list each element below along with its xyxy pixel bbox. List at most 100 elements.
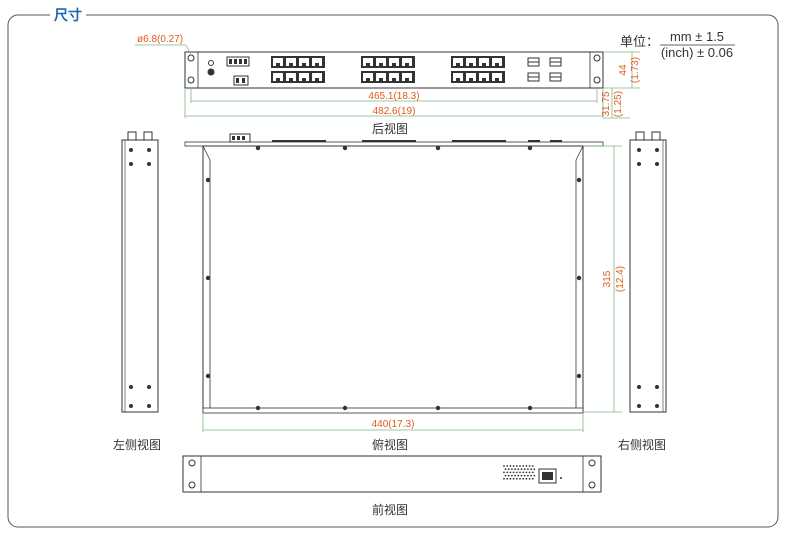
rj45-port-groups: [271, 56, 505, 83]
rj45-latch: [392, 78, 396, 81]
right-side-body: [629, 139, 667, 413]
mount-hole: [588, 481, 596, 489]
mount-hole: [593, 76, 601, 84]
rj45-latch: [495, 63, 499, 66]
led-dot: [511, 468, 513, 471]
height-mm-label: 44: [618, 64, 629, 76]
led-dot: [530, 474, 532, 477]
front-view-label: 前视图: [372, 503, 409, 517]
led-dot: [509, 465, 512, 467]
rj45-port: [402, 58, 412, 66]
rj45-latch: [469, 63, 473, 66]
rj45-port: [299, 58, 309, 66]
rj45-port: [479, 73, 489, 81]
rj45-latch: [289, 78, 293, 81]
depth-mm-label: 315: [602, 270, 613, 287]
rj45-port: [376, 58, 386, 66]
screw-icon: [527, 405, 533, 411]
led-dot: [504, 468, 507, 471]
screw-icon: [205, 275, 211, 281]
top-body: [202, 145, 584, 413]
power-terminal: [233, 75, 249, 86]
led-dot: [531, 477, 534, 480]
port-edge: [362, 140, 416, 142]
outer-frame: [7, 14, 779, 528]
rj45-port: [389, 73, 399, 81]
led-dot: [528, 477, 531, 480]
led-dot: [512, 465, 515, 467]
led-dot: [506, 471, 509, 474]
terminal-block: [226, 56, 250, 67]
led-dot: [522, 477, 525, 480]
led-dot: [507, 468, 510, 471]
ground-screw-icon: [208, 60, 214, 66]
body-width-label: 440(17.3): [372, 419, 415, 430]
led-dot: [522, 471, 525, 474]
led-dot: [522, 465, 525, 467]
rj45-latch: [495, 78, 499, 81]
rj45-port: [453, 58, 463, 66]
rj45-latch: [469, 78, 473, 81]
led-dot: [525, 477, 528, 480]
page-title: 尺寸: [50, 5, 86, 25]
offset-mm-label: 31.75: [601, 91, 612, 116]
ground-icon: [207, 68, 215, 76]
led-dot: [504, 474, 507, 477]
height-in-label: (1.73): [630, 57, 641, 83]
rj45-group-frame: [451, 56, 505, 68]
rj45-latch: [456, 63, 460, 66]
hole-diameter-label: ø6.8(0.27): [137, 34, 183, 45]
rj45-port: [312, 58, 322, 66]
port-edge: [528, 140, 540, 142]
led-dot: [525, 465, 528, 467]
led-dot: [523, 468, 526, 471]
rj45-port: [363, 73, 373, 81]
led-dot: [519, 465, 521, 467]
mount-hole: [188, 481, 196, 489]
mount-width-label: 465.1(18.3): [368, 91, 419, 102]
right-side-view: [629, 131, 667, 413]
rj45-latch: [366, 63, 370, 66]
led-dot: [530, 468, 532, 471]
led-dot: [519, 477, 521, 480]
rj45-port: [466, 73, 476, 81]
rj45-latch: [379, 78, 383, 81]
rj45-port: [286, 58, 296, 66]
led-dot: [512, 471, 515, 474]
led-dot: [515, 477, 518, 480]
screw-icon: [576, 275, 582, 281]
led-dot: [509, 471, 512, 474]
led-dot: [520, 474, 523, 477]
rj45-latch: [405, 78, 409, 81]
rj45-latch: [405, 63, 409, 66]
led-dot: [527, 474, 529, 477]
led-dot: [506, 477, 509, 480]
led-dot: [523, 474, 526, 477]
rj45-group-frame: [271, 71, 325, 83]
rj45-port: [492, 58, 502, 66]
rj45-latch: [302, 78, 306, 81]
led-dot: [503, 465, 505, 467]
screw-icon: [205, 373, 211, 379]
rj45-latch: [482, 63, 486, 66]
rj45-group-frame: [361, 56, 415, 68]
total-width-label: 482.6(19): [373, 106, 416, 117]
led-dot: [503, 477, 505, 480]
rj45-latch: [276, 78, 280, 81]
rj45-latch: [392, 63, 396, 66]
led-dot: [514, 474, 516, 477]
led-dot: [509, 477, 512, 480]
rj45-port: [492, 73, 502, 81]
top-screws: [205, 145, 582, 411]
screw-icon: [255, 405, 261, 411]
left-view-label: 左侧视图: [113, 438, 162, 452]
rj45-port: [273, 73, 283, 81]
rj45-latch: [456, 78, 460, 81]
screw-icon: [255, 145, 261, 151]
screw-icon: [205, 177, 211, 183]
rj45-group-frame: [361, 71, 415, 83]
screw-icon: [342, 145, 348, 151]
led-dot: [527, 468, 529, 471]
screw-icon: [435, 145, 441, 151]
